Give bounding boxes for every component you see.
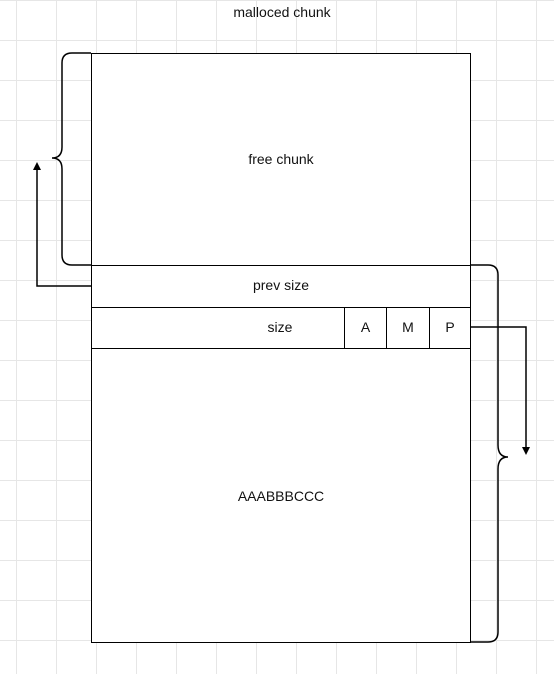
diagram-title: malloced chunk (233, 4, 331, 20)
user-data-label: AAABBBCCC (237, 488, 325, 504)
free-chunk-left-brace (51, 52, 91, 266)
flag-p-cell (429, 307, 471, 349)
free-chunk-label: free chunk (248, 151, 314, 167)
prev-size-pointer-arrow (33, 162, 91, 287)
size-label: size (267, 319, 293, 335)
flag-a-label: A (360, 319, 371, 335)
flag-p-label: P (445, 319, 455, 335)
prev-size-label: prev size (252, 277, 310, 293)
user-data-box (91, 348, 471, 643)
allocated-chunk-right-brace (471, 264, 509, 643)
prev-size-field (91, 265, 471, 308)
flag-m-label: M (402, 319, 414, 335)
prev-inuse-flag-arrow (471, 326, 530, 455)
free-chunk-box (91, 53, 471, 266)
